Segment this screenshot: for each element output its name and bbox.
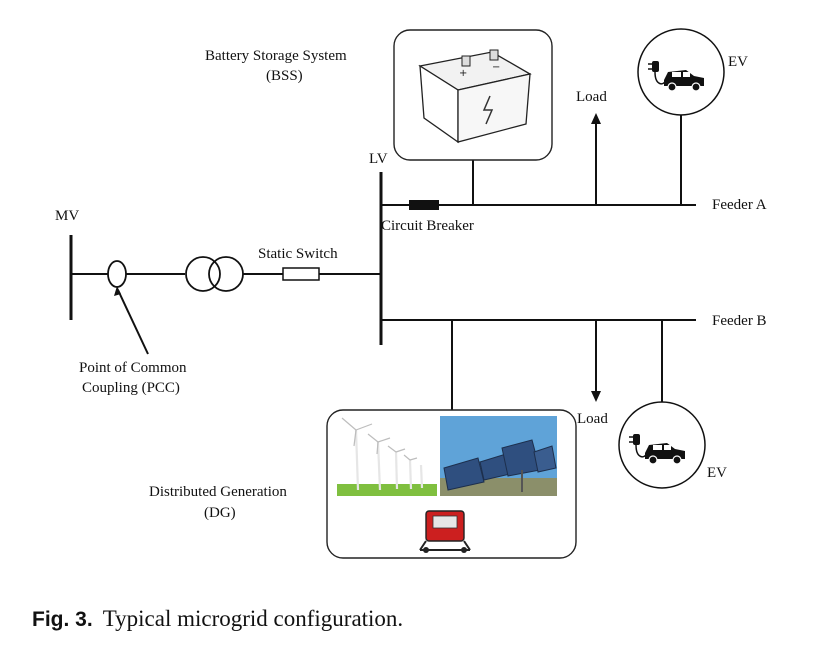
caption-text: Typical microgrid configuration. [103,606,404,631]
static-switch-symbol [282,267,320,281]
load-a-arrowhead [591,113,601,124]
pcc-symbol [107,260,127,288]
caption-label: Fig. 3. [32,608,93,631]
bss-label-line1: Battery Storage System [205,48,347,64]
circuit-breaker-label: Circuit Breaker [381,218,474,234]
feeder-b-label: Feeder B [712,313,767,329]
load-a-label: Load [576,89,607,105]
feeder-a-label: Feeder A [712,197,767,213]
ev-b-label: EV [707,465,727,481]
load-b-label: Load [577,411,608,427]
wind-turbine-image [337,416,437,496]
dg-label-line1: Distributed Generation [149,484,287,500]
svg-text:−: − [492,62,500,73]
pcc-pointer-head [114,286,121,296]
battery-icon: + − [418,49,532,144]
pcc-label-line2: Coupling (PCC) [82,380,180,396]
pcc-pointer [117,289,149,355]
static-switch-label: Static Switch [258,246,338,262]
lv-label: LV [369,151,388,167]
load-b-arrowhead [591,391,601,402]
svg-text:+: + [459,68,467,79]
generator-icon [419,510,471,553]
figure-caption: Fig. 3. Typical microgrid configuration. [32,606,403,631]
ev-b-icon [629,434,685,465]
circuit-breaker-symbol [409,200,439,210]
pcc-label-line1: Point of Common [79,360,187,376]
dg-label-line2: (DG) [204,505,236,521]
ev-a-icon [648,61,704,92]
mv-label: MV [55,208,79,224]
ev-a-label: EV [728,54,748,70]
bss-label-line2: (BSS) [266,68,303,84]
solar-panel-image [440,416,557,496]
transformer-symbol [185,256,244,292]
